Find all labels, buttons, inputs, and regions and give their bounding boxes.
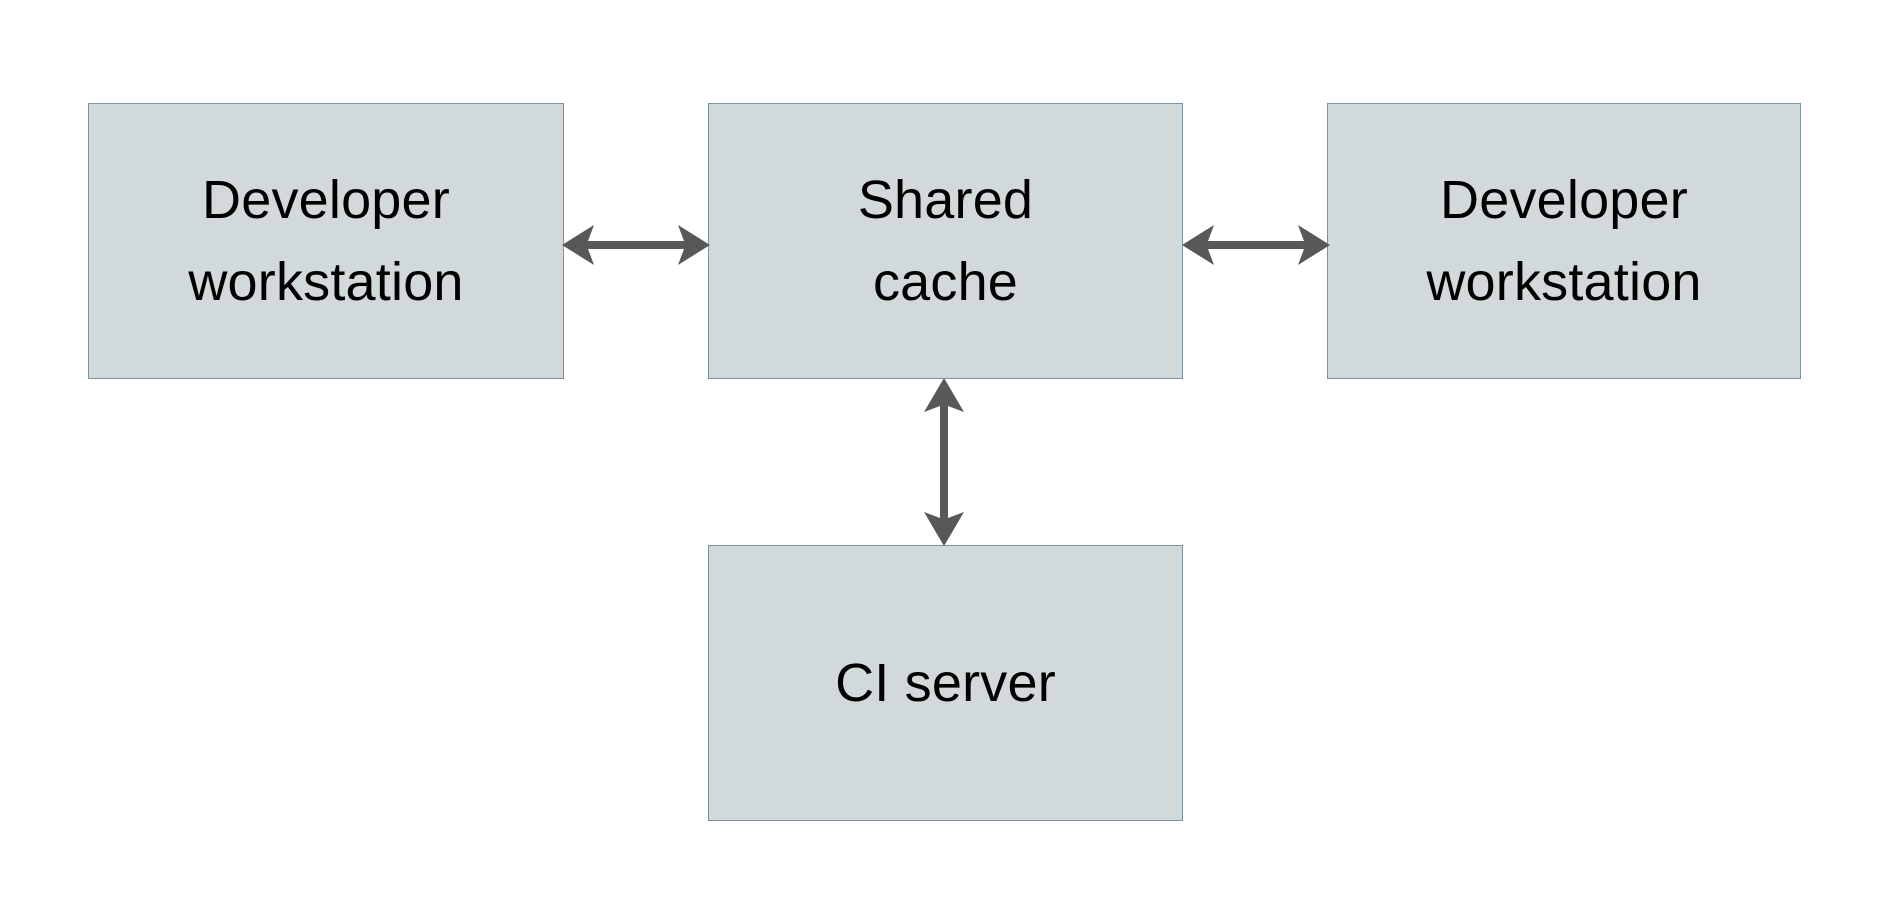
- node-developer-workstation-left[interactable]: Developer workstation: [88, 103, 564, 379]
- node-label-ci-server: CI server: [835, 652, 1056, 713]
- double-arrow-vertical-icon: [924, 378, 964, 546]
- edge-shared-cache-to-ci-server: [924, 378, 964, 546]
- node-developer-workstation-right[interactable]: Developer workstation: [1327, 103, 1801, 379]
- node-ci-server[interactable]: CI server: [708, 545, 1183, 821]
- node-label-developer-workstation-left: Developer workstation: [188, 169, 464, 312]
- edge-left-workstation-to-shared-cache: [562, 225, 710, 265]
- node-label-shared-cache: Shared cache: [857, 169, 1034, 312]
- double-arrow-horizontal-icon: [562, 225, 710, 265]
- node-shared-cache[interactable]: Shared cache: [708, 103, 1183, 379]
- edge-shared-cache-to-right-workstation: [1182, 225, 1330, 265]
- double-arrow-horizontal-icon: [1182, 225, 1330, 265]
- node-label-developer-workstation-right: Developer workstation: [1426, 169, 1702, 312]
